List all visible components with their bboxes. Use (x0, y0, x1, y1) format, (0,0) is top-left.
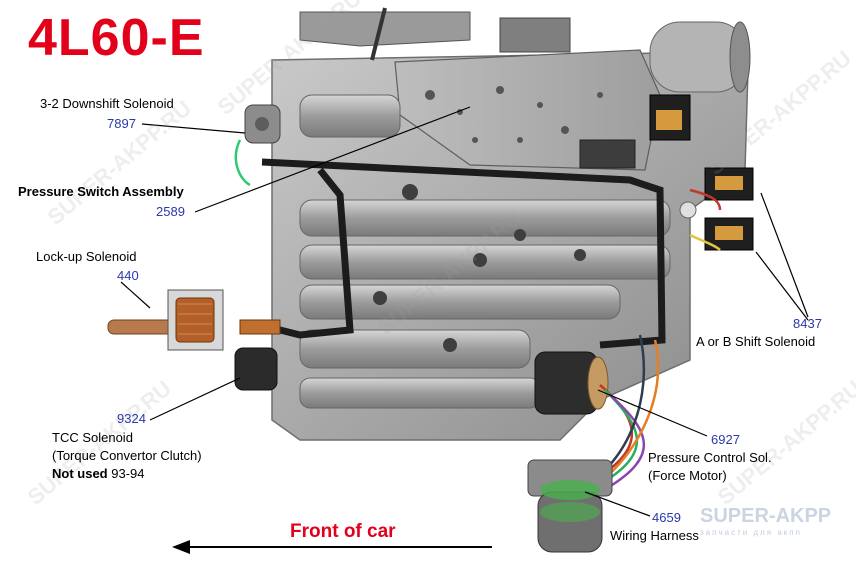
harness-connector (527, 459, 613, 553)
leader-lines (120, 106, 809, 517)
wiring-harness-code: 4659 (652, 510, 681, 525)
lockup-solenoid-label: Lock-up Solenoid (36, 249, 137, 264)
upper-plate (394, 49, 661, 171)
pressure-control-label: Pressure Control Sol. (648, 450, 772, 465)
page-title: 4L60-E (28, 9, 205, 67)
tcc-solenoid (234, 319, 281, 391)
downshift-solenoid-code: 7897 (107, 116, 136, 131)
tcc-solenoid-note-years: 93-94 (111, 466, 145, 481)
shift-solenoid-label: A or B Shift Solenoid (696, 334, 816, 349)
pressure-control-code: 6927 (711, 432, 740, 447)
downshift-solenoid-label: 3-2 Downshift Solenoid (40, 96, 174, 111)
pressure-switch-code: 2589 (156, 204, 185, 219)
watermark-subtitle: запчасти для акпп (700, 528, 802, 537)
lockup-solenoid-code: 440 (117, 268, 139, 283)
tcc-solenoid-note-text: Not used (52, 466, 108, 481)
tcc-solenoid-note: Not used 93-94 (52, 466, 145, 482)
tcc-solenoid-code: 9324 (117, 411, 146, 426)
shift-solenoid-code: 8437 (793, 316, 822, 331)
wiring-harness-label: Wiring Harness (610, 528, 699, 543)
tcc-solenoid-label: TCC Solenoid (52, 430, 133, 445)
pressure-switch-label: Pressure Switch Assembly (18, 184, 184, 199)
watermark-logo: SUPER-AKPP (700, 505, 832, 527)
pressure-control-solenoid (534, 351, 609, 415)
shift-solenoids (649, 94, 754, 251)
front-of-car-label: Front of car (290, 521, 396, 542)
downshift-solenoid (244, 104, 281, 144)
pressure-control-description: (Force Motor) (648, 468, 727, 483)
lockup-solenoid (107, 289, 224, 351)
front-arrow (172, 540, 492, 554)
tcc-solenoid-description: (Torque Convertor Clutch) (52, 448, 202, 463)
valve-spools (299, 94, 697, 409)
